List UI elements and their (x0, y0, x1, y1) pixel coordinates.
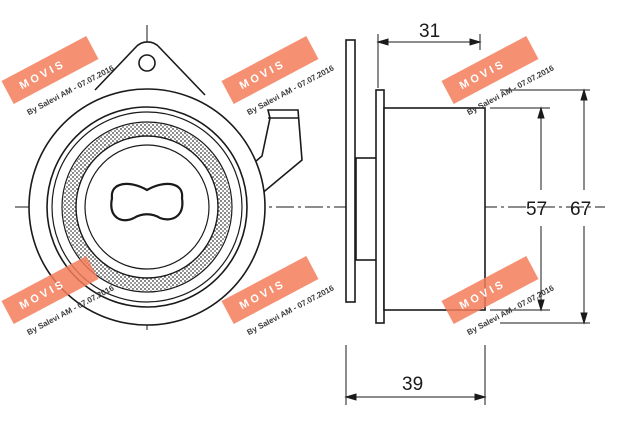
side-view (345, 39, 486, 324)
dimension-lines (344, 34, 590, 405)
watermark-2: MOVIS By Salevi AM - 07.07.2016 (221, 35, 336, 117)
dimension-67-label: 67 (570, 199, 591, 220)
mounting-ear (94, 41, 206, 96)
mounting-hole (138, 54, 156, 72)
dimension-57-label: 57 (526, 199, 547, 220)
dimension-31-label: 31 (419, 21, 440, 42)
side-pulley-body (383, 107, 486, 311)
dimension-39-label: 39 (402, 374, 423, 395)
side-back-plate (345, 39, 356, 303)
adjustment-slot (110, 182, 184, 222)
side-flange (375, 89, 385, 324)
side-hub (355, 157, 378, 261)
